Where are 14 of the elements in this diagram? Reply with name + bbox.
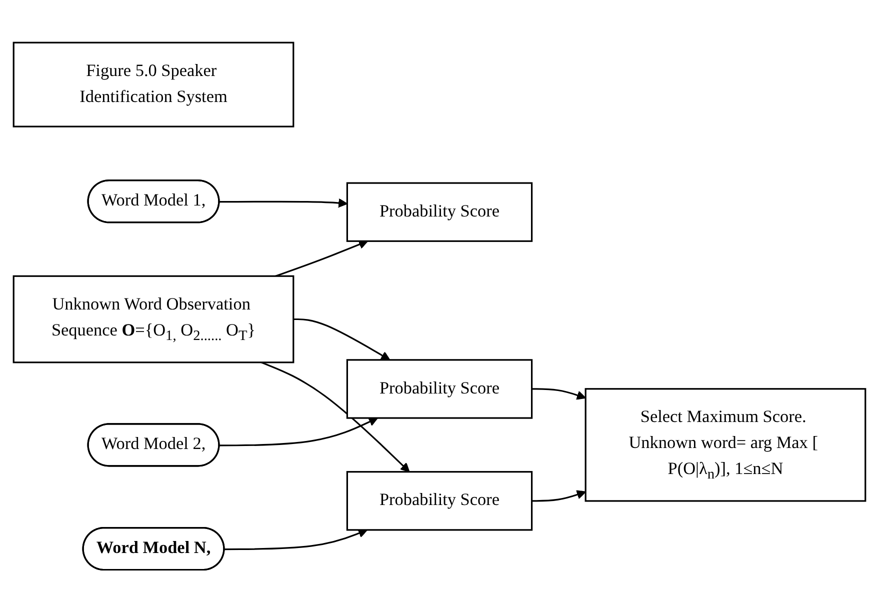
arrow <box>261 361 410 472</box>
arrow <box>275 240 368 277</box>
arrow <box>224 528 368 550</box>
node-box: Probability Score <box>346 470 533 531</box>
arrow <box>532 490 586 502</box>
arrow <box>220 417 378 446</box>
node-box: Unknown Word Observation Sequence O={O$_{1,}$ O$_{2......}$ O$_{T}$} <box>12 275 294 363</box>
node-box: Probability Score <box>346 182 533 242</box>
arrow <box>532 388 586 400</box>
arrow <box>293 318 390 360</box>
node-box: Select Maximum Score. Unknown word= arg Max [ P(O|λ$_{n}$)], 1≤n≤N <box>584 388 866 502</box>
node-box: Probability Score <box>346 358 533 419</box>
node-box: Figure 5.0 Speaker Identification System <box>12 42 294 128</box>
arrow <box>219 198 348 208</box>
